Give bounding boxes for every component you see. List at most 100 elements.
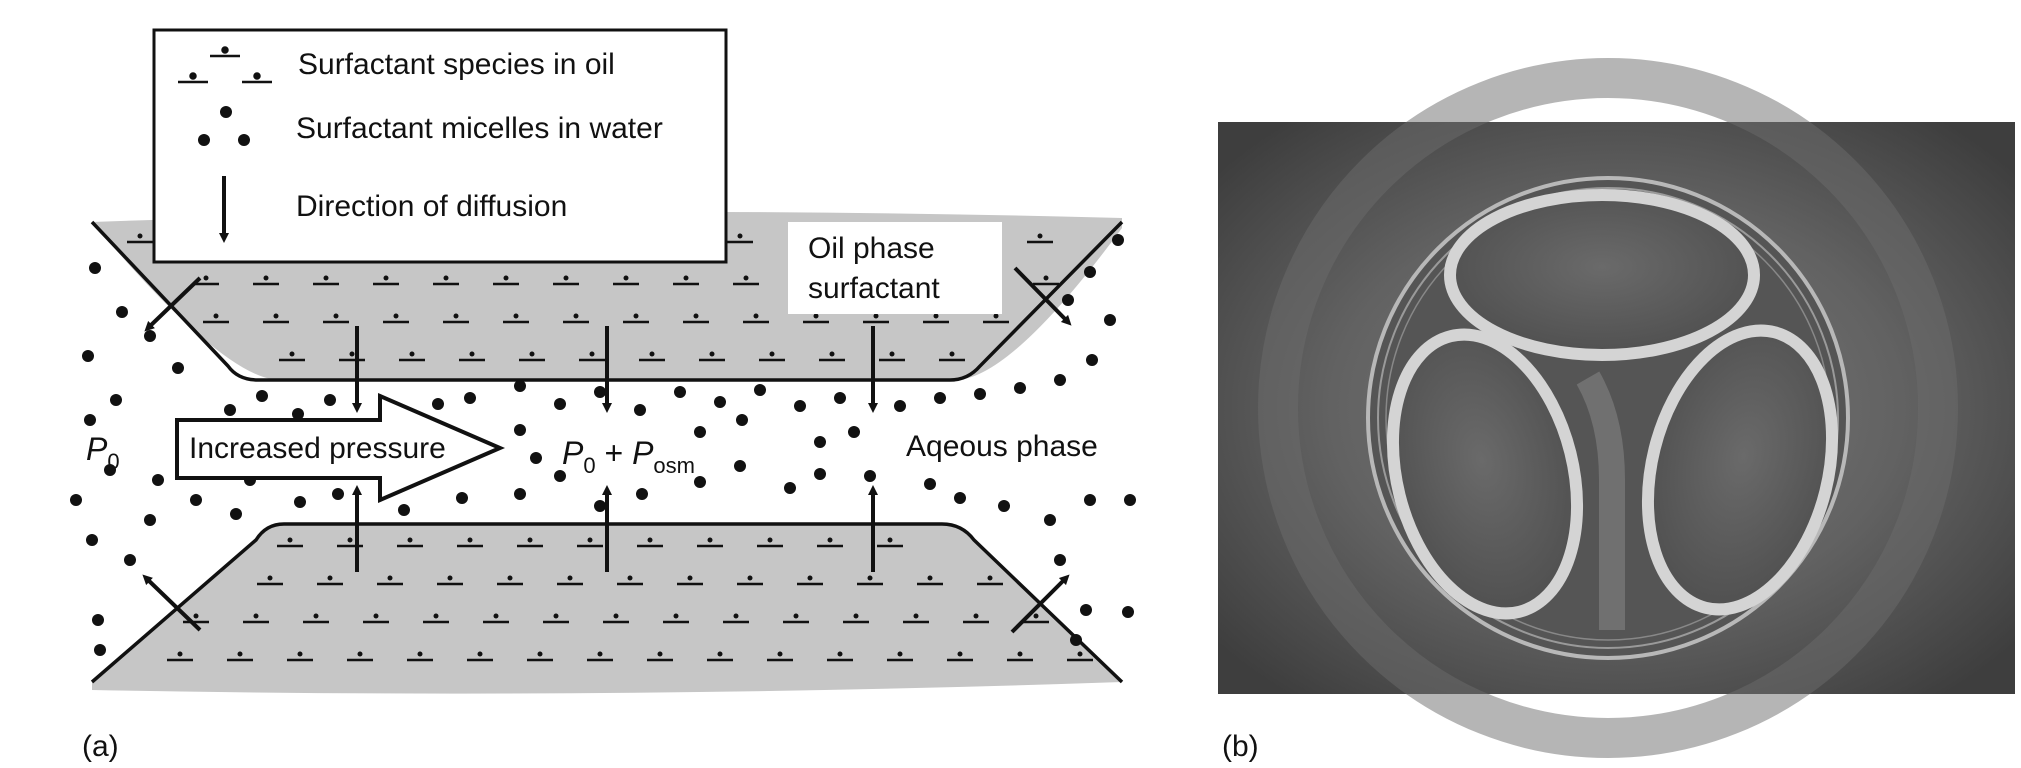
micelle-dot <box>190 494 202 506</box>
panel-a-label: (a) <box>82 730 119 763</box>
oil-species-dot <box>503 275 509 281</box>
micelle-dot <box>794 400 806 412</box>
legend-diffusion-label: Direction of diffusion <box>296 190 567 223</box>
micelle-dot <box>332 488 344 500</box>
oil-species-dot <box>747 575 753 581</box>
oil-species-dot <box>273 313 279 319</box>
micelle-dot <box>1070 634 1082 646</box>
micelle-dot <box>398 504 410 516</box>
oil-species-dot <box>1037 233 1043 239</box>
micelle-dot <box>834 392 846 404</box>
oil-species-dot <box>529 351 535 357</box>
oil-species-dot <box>853 613 859 619</box>
micelle-dot <box>92 614 104 626</box>
micelle-dot <box>82 350 94 362</box>
legend-oil-species-label: Surfactant species in oil <box>298 48 615 81</box>
micelle-dot <box>86 534 98 546</box>
micelle-dot <box>256 390 268 402</box>
oil-species-dot <box>263 275 269 281</box>
micelle-dot <box>714 396 726 408</box>
micelle-dot <box>324 394 336 406</box>
dimple-lobe-right <box>1641 324 1839 616</box>
micelle-dot <box>924 478 936 490</box>
oil-species-dot <box>477 651 483 657</box>
oil-species-dot <box>767 537 773 543</box>
oil-species-dot <box>993 313 999 319</box>
oil-species-dot <box>327 575 333 581</box>
oil-species-dot <box>707 537 713 543</box>
oil-species-dot <box>469 351 475 357</box>
oil-species-dot <box>453 313 459 319</box>
micelle-dot <box>294 496 306 508</box>
oil-species-dot <box>597 651 603 657</box>
micelle-dot <box>84 414 96 426</box>
oil-surfactant-species-upper <box>127 233 1059 362</box>
oil-species-dot <box>357 651 363 657</box>
oil-species-dot <box>417 651 423 657</box>
micelle-dot <box>144 330 156 342</box>
micelle-dot <box>1104 314 1116 326</box>
oil-species-dot <box>1033 613 1039 619</box>
micelle-dot <box>530 452 542 464</box>
oil-phase-label-line1: Oil phase <box>808 232 935 265</box>
micelle-dot <box>144 514 156 526</box>
oil-species-dot <box>527 537 533 543</box>
micelle-dot <box>1122 606 1134 618</box>
oil-species-legend-icon <box>178 46 272 84</box>
oil-species-dot <box>827 537 833 543</box>
oil-species-dot <box>237 651 243 657</box>
oil-species-dot <box>1077 651 1083 657</box>
aqueous-phase-label: Aqeous phase <box>906 430 1098 463</box>
micelle-dot <box>594 500 606 512</box>
oil-species-dot <box>467 537 473 543</box>
micelle-dot <box>1084 266 1096 278</box>
film-outer-ring-2 <box>1377 187 1839 649</box>
oil-species-dot <box>567 575 573 581</box>
micelle-dot <box>636 488 648 500</box>
micelle-dot <box>954 492 966 504</box>
micelle-dot <box>974 388 986 400</box>
oil-species-dot <box>957 651 963 657</box>
oil-species-dot <box>589 351 595 357</box>
micelle-dot <box>514 424 526 436</box>
micelle-dot <box>292 408 304 420</box>
oil-species-dot <box>587 537 593 543</box>
dimple-lobe-left <box>1386 328 1584 620</box>
micelle-dot <box>736 414 748 426</box>
micelle-dot <box>1062 294 1074 306</box>
micelle-dot <box>814 436 826 448</box>
micelle-legend-icon <box>198 106 250 146</box>
lower-oil-phase <box>92 524 1122 694</box>
micelle-dot <box>864 470 876 482</box>
micelle-dot <box>124 554 136 566</box>
oil-species-dot <box>927 575 933 581</box>
micelle-dot <box>116 306 128 318</box>
dimple-lobe-top <box>1444 189 1760 361</box>
oil-species-dot <box>383 275 389 281</box>
oil-species-dot <box>287 537 293 543</box>
panel-a: Increased pressure P0 P0 + Posm Aqeous p… <box>70 28 1136 763</box>
micelle-dot <box>110 394 122 406</box>
oil-species-dot <box>777 651 783 657</box>
oil-species-dot <box>753 313 759 319</box>
arrow-upper-left <box>144 276 202 332</box>
oil-species-dot <box>913 613 919 619</box>
oil-species-dot <box>297 651 303 657</box>
oil-species-dot <box>177 651 183 657</box>
oil-species-dot <box>443 275 449 281</box>
oil-species-dot <box>537 651 543 657</box>
oil-species-dot <box>213 313 219 319</box>
lower-oil-interface <box>90 522 1124 684</box>
micelle-dot <box>754 384 766 396</box>
micelle-dot <box>1054 374 1066 386</box>
oil-species-dot <box>829 351 835 357</box>
micelle-dot <box>1080 604 1092 616</box>
oil-species-dot <box>693 313 699 319</box>
oil-species-dot <box>867 575 873 581</box>
micelle-dot <box>734 460 746 472</box>
oil-species-dot <box>573 313 579 319</box>
arrow-lower-right <box>1010 574 1070 634</box>
oil-species-dot <box>623 275 629 281</box>
micelle-dot <box>1044 514 1056 526</box>
micelle-dot <box>1014 382 1026 394</box>
